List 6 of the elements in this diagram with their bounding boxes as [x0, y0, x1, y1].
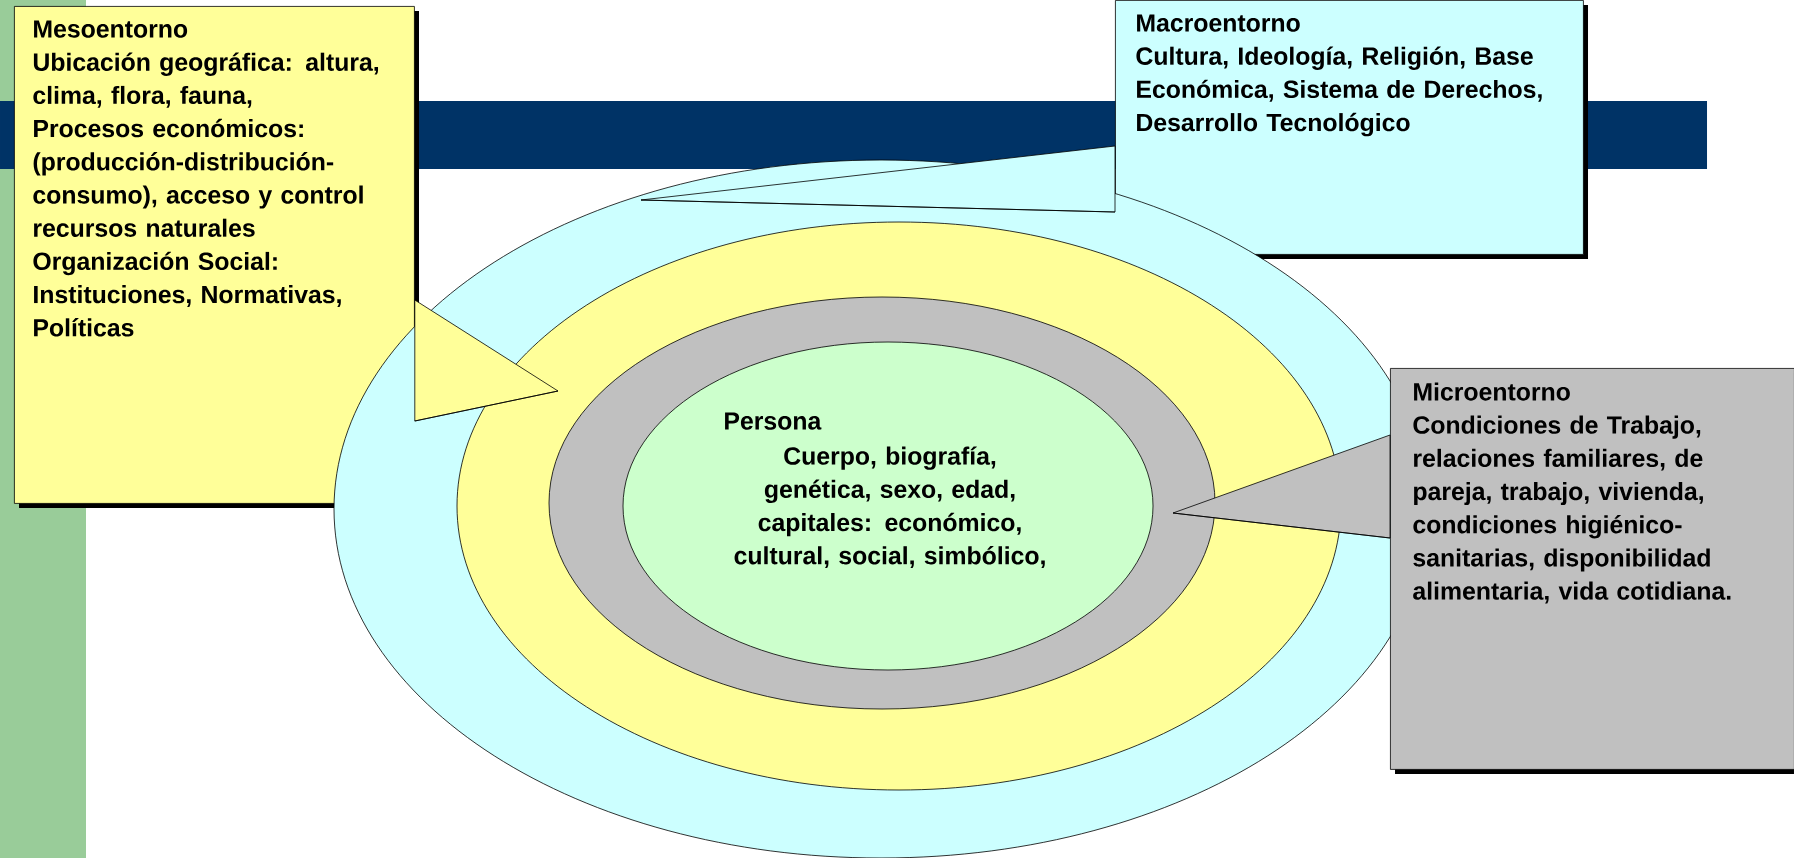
- callout-box: Mesoentorno Ubicación geográfica: altura, clima, flora, fauna, Procesos económicos: (producción-distribución-consumo), acceso y control recursos naturales Organización Social: Instituciones, Normativas, Políticas: [14, 6, 419, 508]
- callout-box: Microentorno Condiciones de Trabajo, relaciones familiares, de pareja, trabajo, vivienda, condiciones higiénico-sanitarias, disponibilidad alimentaria, vida cotidiana.: [1390, 368, 1794, 774]
- callout-box: Macroentorno Cultura, Ideología, Religión, Base Económica, Sistema de Derechos, Desarrollo Tecnológico: [1115, 0, 1588, 259]
- callout-pointer: [640, 145, 1116, 213]
- callout-pointer: [1172, 434, 1391, 539]
- callout-pointer: [414, 299, 559, 422]
